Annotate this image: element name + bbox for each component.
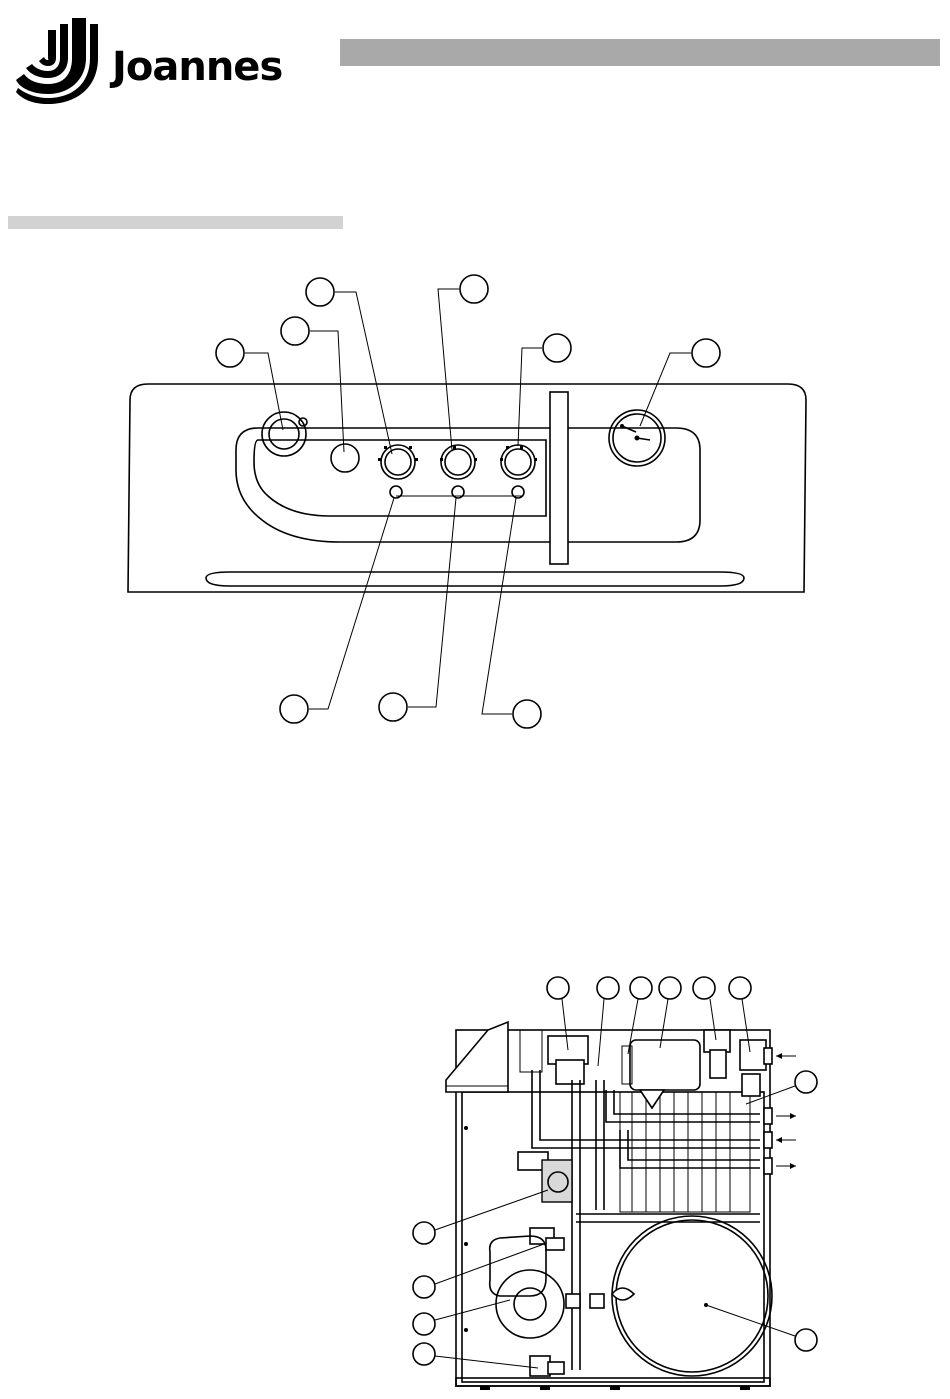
thermostat-knob-2 <box>440 445 477 479</box>
panel-callout-bottom-3 <box>482 498 541 728</box>
panel-housing <box>128 384 806 592</box>
heat-exchanger <box>620 1092 750 1212</box>
thermostat-knob-3 <box>500 445 537 479</box>
burner-fan <box>490 1236 564 1338</box>
thermostat-knob-1 <box>378 445 418 479</box>
indicator-lamp <box>331 444 359 472</box>
boiler-section-view <box>413 977 817 1390</box>
panel-callout-top-6 <box>640 339 720 426</box>
circulator-pump <box>518 1152 572 1202</box>
panel-field <box>236 428 700 542</box>
valve-block <box>520 1030 588 1084</box>
panel-callout-bottom-1 <box>280 498 394 723</box>
section-callout-l4 <box>413 1343 538 1368</box>
storage-tank <box>612 1216 772 1376</box>
panel-callout-top-4 <box>438 275 488 450</box>
control-panel-view <box>128 275 806 728</box>
main-switch <box>262 412 307 456</box>
section-callout-t2 <box>597 977 619 1066</box>
outlet-connections <box>764 1048 796 1174</box>
bottom-handle <box>206 572 744 586</box>
pressure-gauge <box>609 410 665 466</box>
panel-callout-bottom-2 <box>379 498 456 721</box>
section-callout-t4 <box>659 977 681 1048</box>
divider-bar <box>550 392 568 564</box>
